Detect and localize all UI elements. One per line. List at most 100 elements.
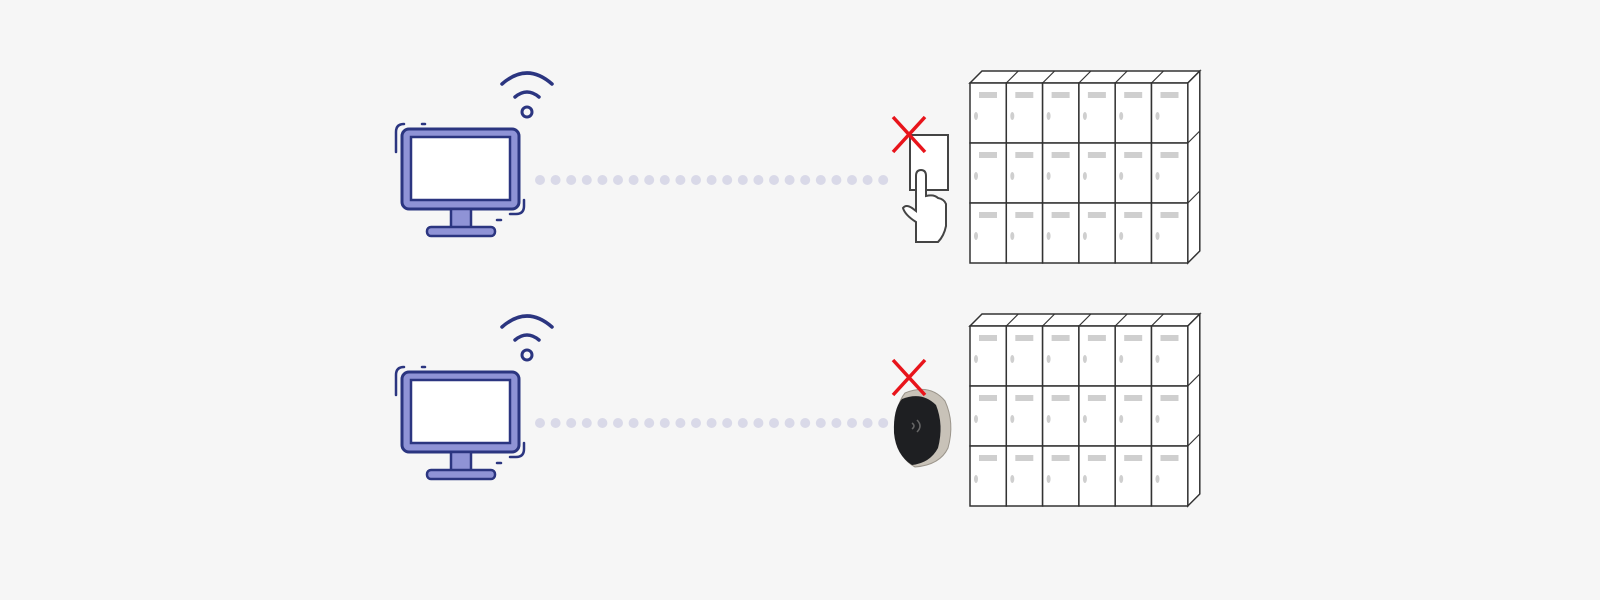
- wifi-dot: [520, 105, 534, 119]
- locker-label-slot: [1051, 92, 1070, 98]
- locker-door: [1114, 445, 1153, 507]
- locker-handle: [1119, 415, 1124, 423]
- motion-line: [394, 122, 406, 154]
- locker-label-slot: [1015, 335, 1034, 341]
- connection-dot: [581, 418, 592, 428]
- locker-handle: [1119, 355, 1124, 363]
- connection-dot: [831, 418, 842, 428]
- locker-label-slot: [979, 455, 997, 461]
- wifi-icon: [500, 71, 554, 119]
- locker-label-slot: [1051, 395, 1070, 401]
- locker-handle: [974, 172, 978, 180]
- connection-dot: [815, 418, 826, 428]
- locker-handle: [1010, 172, 1015, 180]
- locker-door: [969, 82, 1008, 144]
- connection-dot: [535, 175, 545, 185]
- locker-handle: [1010, 475, 1015, 483]
- locker-top-divider: [1005, 70, 1019, 84]
- connection-dot: [628, 418, 639, 428]
- locker-label-slot: [1124, 335, 1143, 341]
- locker-door: [1114, 82, 1153, 144]
- monitor-neck: [449, 450, 473, 473]
- locker-handle: [974, 112, 978, 120]
- connection-dot: [566, 418, 577, 428]
- locker-label-slot: [1087, 92, 1106, 98]
- connection-dot: [862, 175, 873, 185]
- locker-handle: [1155, 355, 1160, 363]
- locker-handle: [974, 355, 978, 363]
- locker-top-divider: [1114, 70, 1128, 84]
- locker-label-slot: [1160, 212, 1179, 218]
- locker-label-slot: [1160, 455, 1179, 461]
- cross-icon: [891, 358, 927, 397]
- locker-door: [1005, 82, 1044, 144]
- connection-dot: [847, 418, 857, 428]
- locker-handle: [1010, 415, 1015, 423]
- locker-side: [1187, 69, 1201, 265]
- dotted-connection-line: [535, 175, 889, 185]
- connection-dot: [613, 175, 623, 185]
- locker-top-divider: [1114, 313, 1128, 327]
- locker-side: [1187, 312, 1201, 508]
- locker-handle: [1046, 355, 1051, 363]
- connection-dot: [644, 175, 655, 185]
- locker-door: [1041, 445, 1080, 507]
- cross-stroke: [891, 358, 927, 397]
- locker-label-slot: [1015, 152, 1034, 158]
- locker-door: [1041, 82, 1080, 144]
- connection-dot: [613, 418, 623, 428]
- locker-door: [1078, 82, 1116, 144]
- locker-label-slot: [1051, 152, 1070, 158]
- locker-top-divider: [1078, 313, 1092, 327]
- locker-handle: [1010, 232, 1015, 240]
- connection-dot: [675, 175, 686, 185]
- locker-label-slot: [1051, 212, 1070, 218]
- locker-handle: [1082, 172, 1087, 180]
- connection-dot: [691, 418, 701, 428]
- locker-handle: [1010, 355, 1015, 363]
- locker-label-slot: [1160, 395, 1179, 401]
- connection-dot: [784, 418, 795, 428]
- motion-line: [508, 441, 526, 459]
- monitor-neck: [449, 207, 473, 230]
- locker-handle: [1119, 112, 1124, 120]
- connection-dot: [769, 175, 779, 185]
- wifi-arc: [513, 90, 541, 99]
- motion-line: [394, 365, 406, 397]
- locker-door: [1005, 325, 1044, 387]
- locker-label-slot: [1124, 212, 1143, 218]
- locker-door: [1005, 445, 1044, 507]
- locker-cabinet: [968, 312, 1202, 508]
- locker-side-divider: [1187, 190, 1201, 204]
- locker-label-slot: [1015, 92, 1034, 98]
- connection-dot: [706, 175, 717, 185]
- connection-dot: [753, 418, 764, 428]
- locker-label-slot: [1087, 395, 1106, 401]
- locker-handle: [1119, 172, 1124, 180]
- connection-dot: [722, 418, 733, 428]
- connection-dot: [722, 175, 733, 185]
- locker-door: [969, 202, 1008, 264]
- connection-dot: [831, 175, 842, 185]
- locker-door: [969, 325, 1008, 387]
- locker-handle: [1046, 232, 1051, 240]
- locker-handle: [974, 232, 978, 240]
- locker-label-slot: [1160, 335, 1179, 341]
- reader-row: [394, 312, 1202, 508]
- wifi-arc: [513, 333, 541, 342]
- locker-handle: [1082, 112, 1087, 120]
- monitor-base: [425, 468, 497, 481]
- locker-door: [1041, 202, 1080, 264]
- locker-door: [1078, 142, 1116, 204]
- locker-handle: [974, 415, 978, 423]
- locker-door: [1150, 202, 1189, 264]
- connection-dot: [753, 175, 764, 185]
- connection-dot: [550, 418, 561, 428]
- locker-door: [1114, 385, 1153, 447]
- wifi-arc: [500, 71, 554, 86]
- computer-monitor-icon: [394, 365, 526, 481]
- locker-label-slot: [1160, 152, 1179, 158]
- connection-dot: [691, 175, 701, 185]
- wifi-dot: [520, 348, 534, 362]
